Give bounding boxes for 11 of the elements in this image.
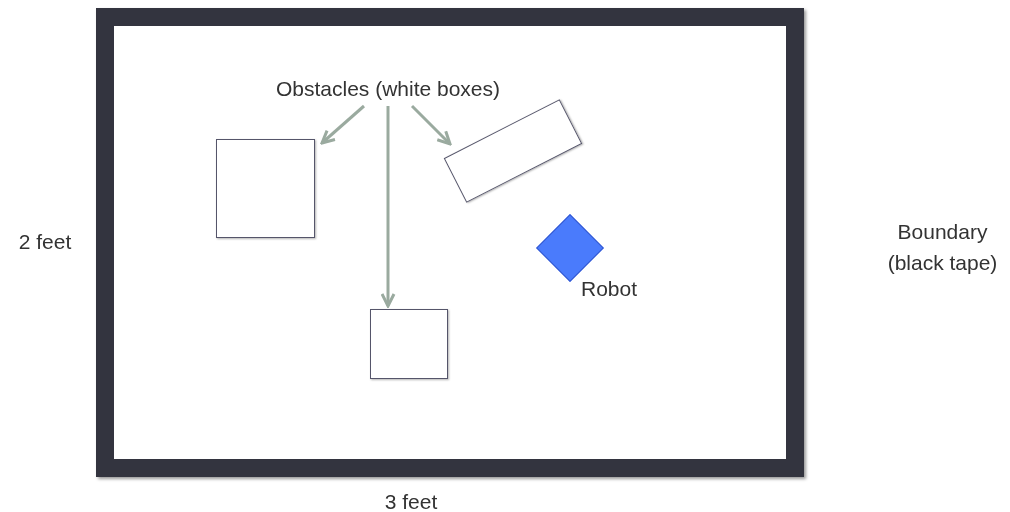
boundary-label: Boundary (black tape) bbox=[886, 219, 999, 276]
dimension-label: 3 feet bbox=[383, 489, 439, 512]
obstacle-box bbox=[370, 309, 448, 379]
obstacle-box bbox=[216, 139, 315, 238]
robot-label: Robot bbox=[581, 276, 638, 302]
arrow bbox=[320, 104, 365, 145]
arrow bbox=[380, 106, 396, 308]
dimension-label: 2 feet bbox=[17, 229, 73, 255]
callout-text: Obstacles (white boxes) bbox=[240, 74, 536, 104]
arrow bbox=[410, 104, 452, 146]
arena-board bbox=[96, 8, 804, 477]
